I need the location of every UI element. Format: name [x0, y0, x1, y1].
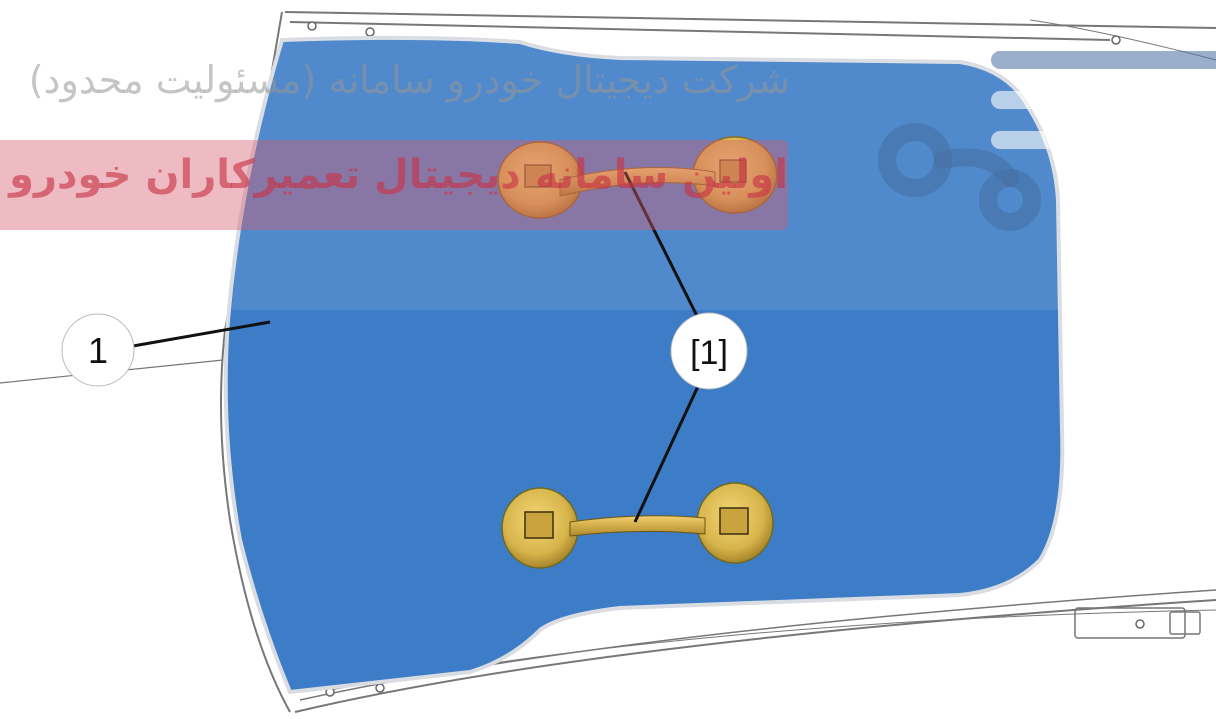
suction-cup-lifter-lower: [501, 482, 774, 569]
watermark-tagline: اولین سامانه دیجیتال تعمیرکاران خودرو در…: [0, 152, 788, 198]
roof-glass-panel: [223, 35, 1065, 695]
watermark-logo-icon: [878, 51, 1216, 231]
callout-suction-cups: [1]: [670, 312, 748, 390]
callout-label-suction-cups: [1]: [690, 334, 728, 372]
leader-line-cups-upper: [623, 171, 700, 319]
leader-line-cups-lower: [633, 381, 702, 523]
watermark-company-name: شرکت دیجیتال خودرو سامانه (مسئولیت محدود…: [28, 58, 790, 102]
latch-bracket: [1074, 607, 1201, 639]
leader-lines: [132, 171, 702, 523]
leader-line-part-1: [132, 320, 271, 348]
callout-part-1: 1: [61, 313, 135, 387]
suction-cup-lifter-upper: [497, 136, 778, 219]
callout-label-part-1: 1: [88, 330, 108, 371]
watermark-band: [0, 140, 788, 230]
